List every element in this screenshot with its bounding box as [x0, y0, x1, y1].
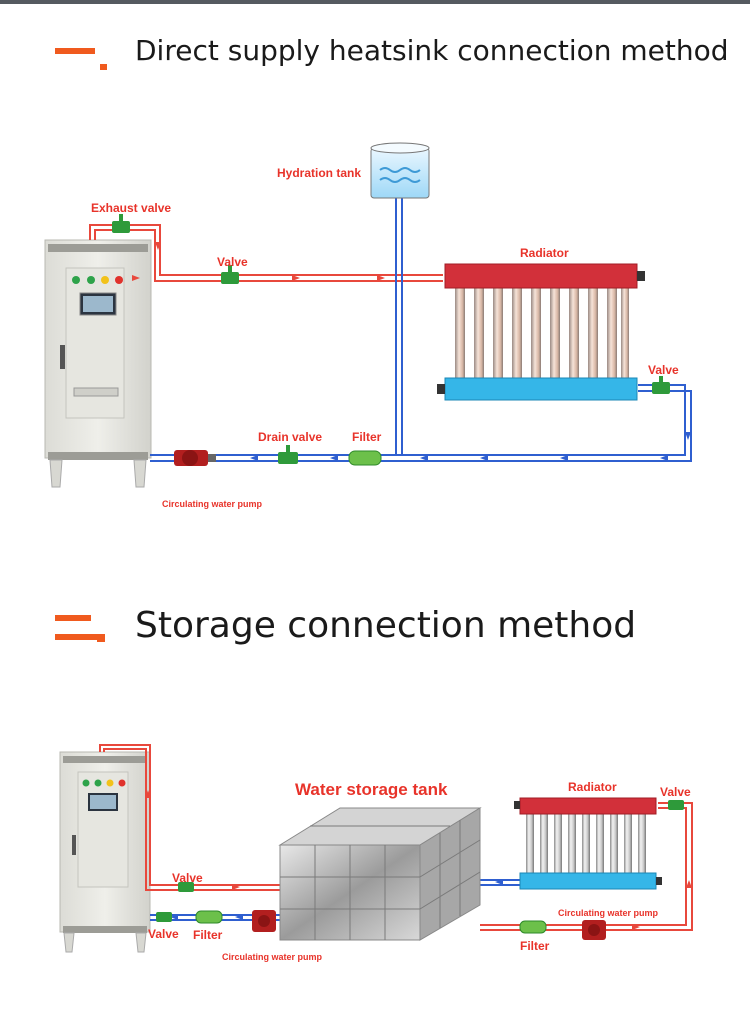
- pump-right-icon: [582, 920, 606, 940]
- hydration-tank: [370, 142, 430, 199]
- label-water-storage-tank: Water storage tank: [295, 780, 448, 799]
- section-marker-two-a: [55, 615, 91, 621]
- circulating-pump-icon: [174, 450, 216, 466]
- storage-cold-arrows: [170, 879, 503, 920]
- section-marker-one: [55, 48, 95, 54]
- valve-right-icon: [668, 800, 684, 810]
- label-filter-left: Filter: [193, 928, 223, 942]
- return-flow-arrows: [250, 432, 691, 461]
- pump-left-icon: [252, 910, 276, 932]
- label-valve-bottom: Valve: [148, 927, 179, 941]
- label-circulating-pump: Circulating water pump: [162, 499, 263, 509]
- label-pump-left: Circulating water pump: [222, 952, 323, 962]
- section-one-title: Direct supply heatsink connection method: [135, 34, 729, 67]
- label-return-valve: Valve: [648, 363, 679, 377]
- valve-bottom-icon: [156, 912, 172, 922]
- label-pump-right: Circulating water pump: [558, 908, 659, 918]
- storage-hot-arrows: [145, 790, 692, 930]
- label-drain-valve: Drain valve: [258, 430, 322, 444]
- section-marker-two-b: [55, 634, 103, 640]
- label-exhaust-valve: Exhaust valve: [91, 201, 171, 215]
- label-valve-top: Valve: [172, 871, 203, 885]
- section-marker-one-dot: [100, 64, 107, 70]
- filter-left-icon: [195, 910, 223, 924]
- return-valve-icon: [652, 376, 670, 394]
- section-two-title: Storage connection method: [135, 605, 637, 646]
- filter-right-icon: [519, 920, 547, 934]
- label-hydration-tank: Hydration tank: [277, 166, 361, 180]
- label-radiator-one: Radiator: [520, 246, 569, 260]
- boiler-cabinet-two: [59, 751, 151, 953]
- supply-valve-icon: [221, 265, 239, 284]
- top-border: [0, 0, 750, 4]
- exhaust-valve-icon: [112, 214, 130, 233]
- radiator-one: [437, 263, 645, 401]
- label-valve-right: Valve: [660, 785, 691, 799]
- hot-flow-arrows: [132, 242, 385, 281]
- radiator-two: [514, 797, 662, 890]
- label-filter-right: Filter: [520, 939, 550, 953]
- hot-supply-pipe: [89, 224, 443, 282]
- drain-valve-icon: [278, 445, 298, 464]
- label-radiator-two: Radiator: [568, 780, 617, 794]
- valve-top-icon: [178, 882, 194, 892]
- section-marker-two-dot: [97, 634, 105, 642]
- water-storage-tank: [278, 807, 482, 941]
- label-supply-valve: Valve: [217, 255, 248, 269]
- label-filter: Filter: [352, 430, 382, 444]
- filter-icon: [348, 450, 382, 466]
